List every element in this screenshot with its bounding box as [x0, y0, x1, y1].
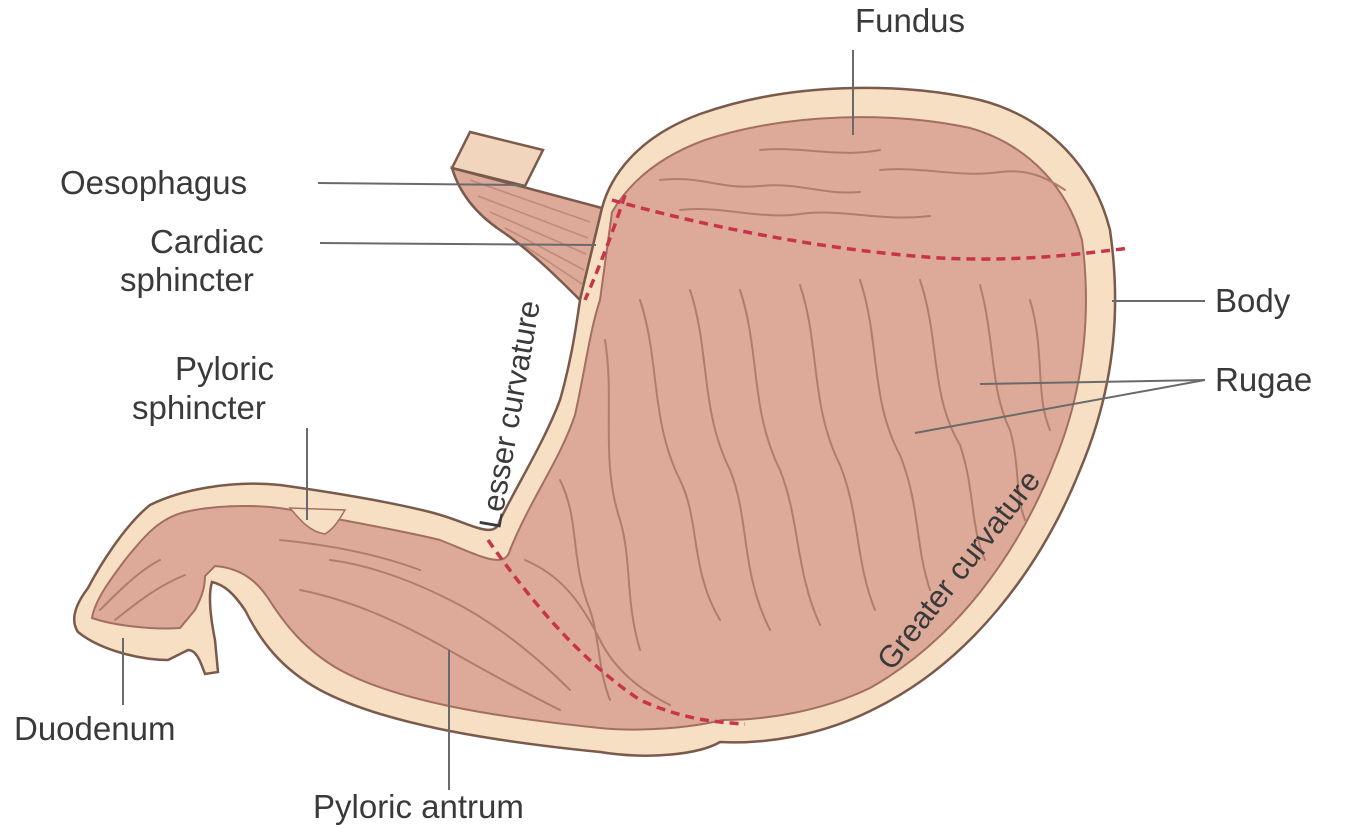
label-body: Body: [1215, 282, 1291, 319]
label-cardiac-sphincter-2: sphincter: [120, 261, 254, 298]
label-duodenum: Duodenum: [14, 710, 175, 747]
label-pyloric-sphincter-1: Pyloric: [175, 350, 274, 387]
label-oesophagus: Oesophagus: [60, 164, 247, 201]
label-rugae: Rugae: [1215, 361, 1312, 398]
label-fundus: Fundus: [855, 2, 965, 39]
label-pyloric-antrum: Pyloric antrum: [313, 788, 524, 825]
label-cardiac-sphincter-1: Cardiac: [150, 223, 264, 260]
oesophagus-tube: [452, 132, 602, 300]
label-pyloric-sphincter-2: sphincter: [132, 389, 266, 426]
